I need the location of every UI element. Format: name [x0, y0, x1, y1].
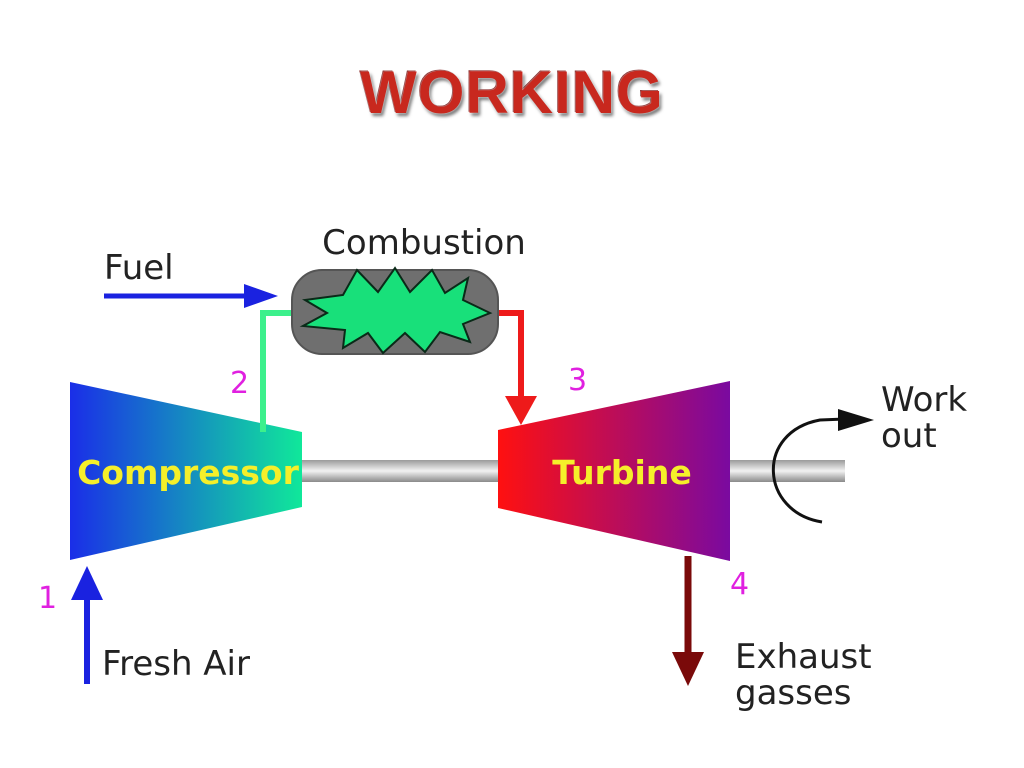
work-out-label-line2: out — [881, 416, 937, 456]
stage-number-2: 2 — [230, 366, 249, 401]
exhaust-arrowhead — [672, 652, 704, 686]
turbine-body — [498, 381, 730, 561]
work-out-arrowhead — [838, 409, 874, 431]
exhaust-label-line1: Exhaust — [735, 637, 872, 677]
compressor-label: Compressor — [77, 453, 300, 492]
slide-title: WORKING — [360, 59, 664, 126]
compressed-air-line — [260, 310, 298, 432]
work-out-rotation-arrow — [771, 417, 846, 524]
stage-number-3: 3 — [568, 363, 587, 398]
combustion-label: Combustion — [322, 223, 526, 263]
fresh-air-label: Fresh Air — [102, 644, 250, 684]
flame-icon — [299, 266, 493, 355]
compressor-body — [70, 382, 302, 560]
hot-gas-line — [495, 310, 524, 398]
hot-gas-arrowhead — [505, 396, 537, 425]
stage-number-1: 1 — [38, 581, 57, 616]
work-out-label-line1: Work — [881, 380, 967, 420]
fuel-arrowhead — [244, 284, 278, 308]
turbine-label: Turbine — [552, 453, 691, 492]
fuel-label: Fuel — [104, 248, 174, 288]
exhaust-label-line2: gasses — [735, 673, 851, 713]
fresh-air-arrowhead — [71, 566, 103, 600]
stage-number-4: 4 — [730, 567, 749, 602]
